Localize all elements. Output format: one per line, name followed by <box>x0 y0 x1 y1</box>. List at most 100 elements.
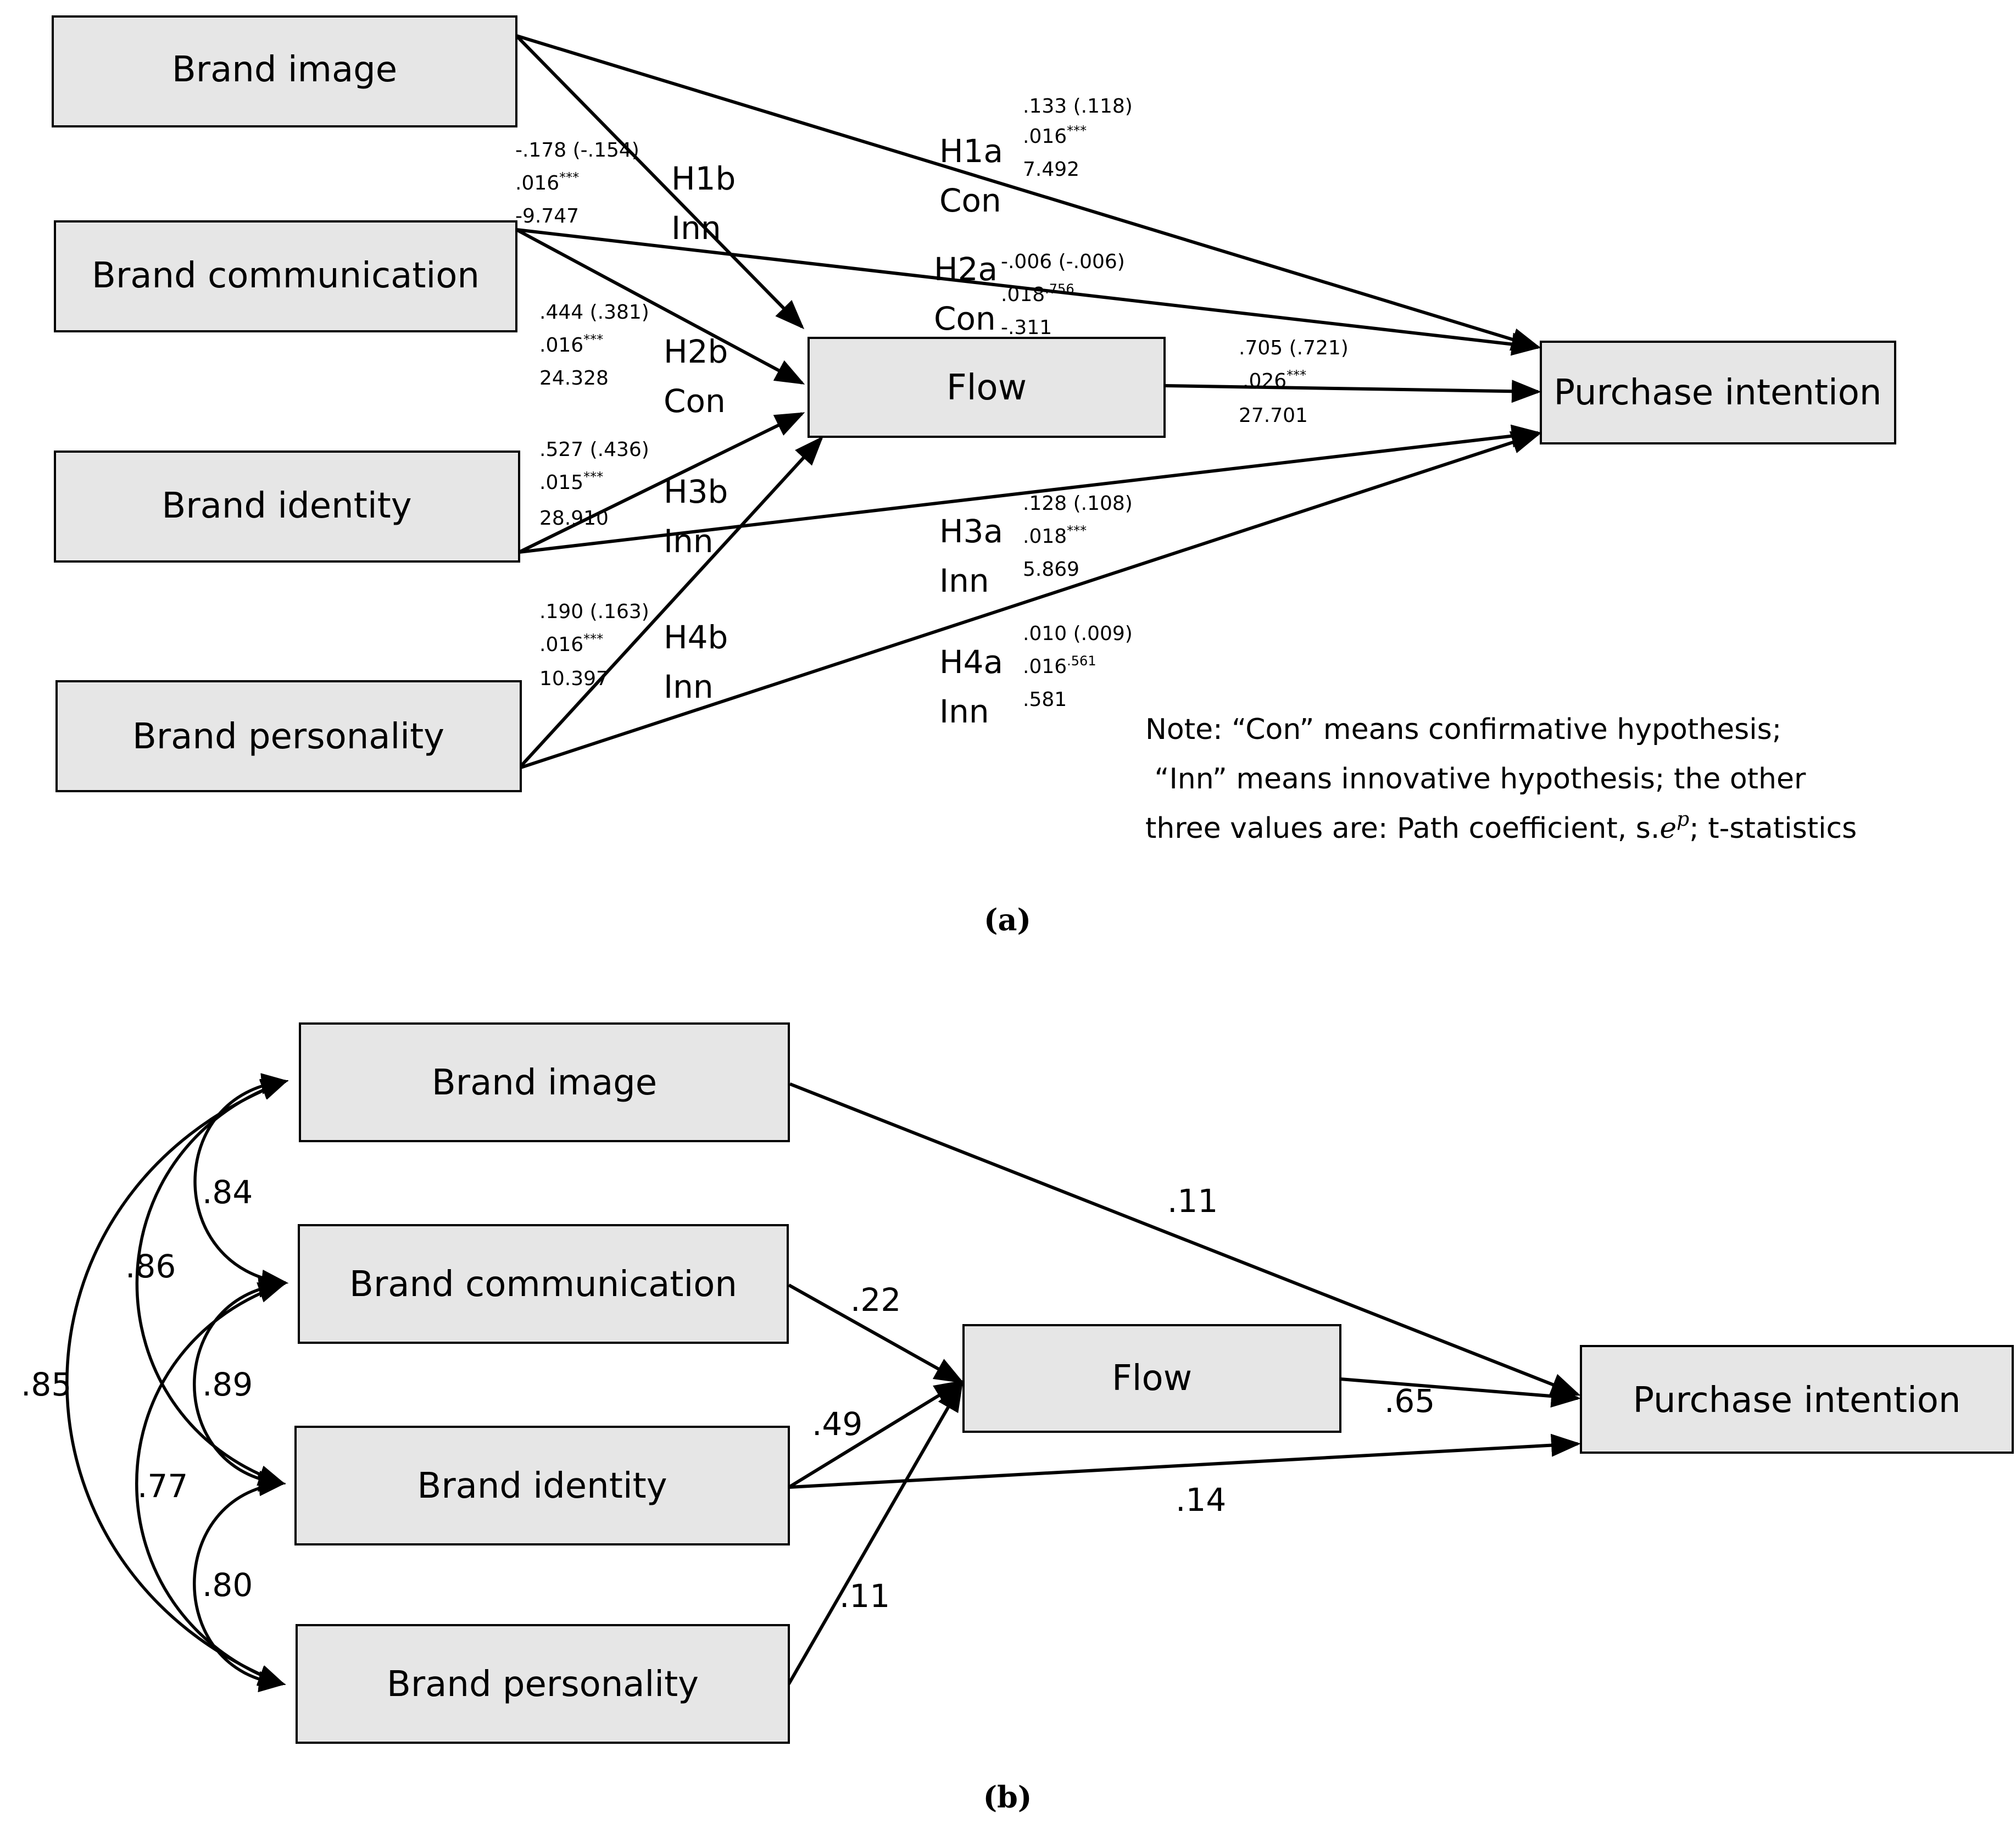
arrow-communication-flow <box>788 1283 965 1383</box>
significance: *** <box>1067 523 1087 538</box>
significance: .756 <box>1045 281 1074 297</box>
arrow-identity-flow <box>788 1380 965 1489</box>
se-value: .016 <box>539 633 583 656</box>
arrow-h1b <box>515 34 805 330</box>
corr-communication-identity <box>193 1276 286 1492</box>
box-label: Brand personality <box>387 1664 699 1705</box>
corr-value-image-personality: .85 <box>21 1366 71 1403</box>
box-brand-image-a: Brand image <box>52 15 517 127</box>
panel-label-b: (b) <box>983 1780 1032 1815</box>
corr-communication-personality <box>135 1282 286 1686</box>
se-value: .016 <box>515 172 559 194</box>
box-label: Brand image <box>172 49 397 90</box>
t-statistic: 7.492 <box>1023 158 1079 181</box>
box-label: Brand identity <box>161 486 411 526</box>
hypothesis-id: H1a <box>939 132 1003 170</box>
se-value: .015 <box>539 471 583 494</box>
box-label: Brand image <box>432 1063 657 1103</box>
box-label: Purchase intention <box>1554 372 1882 413</box>
path-label-flow-purchase: .705 (.721) .026*** 27.701 <box>1239 337 1349 427</box>
arrow-h3b <box>518 412 805 554</box>
note: Note: “Con” means confirmative hypothesi… <box>1145 713 1857 845</box>
se-value: .018 <box>1023 525 1067 548</box>
hypothesis-id: H3a <box>939 513 1003 550</box>
standard-error: .016*** <box>1023 123 1087 148</box>
box-purchase-intention-a: Purchase intention <box>1540 341 1896 444</box>
arrow-h4a <box>519 431 1541 770</box>
hypothesis-type: Con <box>664 382 726 420</box>
hypothesis-id: H1b <box>671 160 736 197</box>
note-line-3-start: three values are: Path coefficient, s. <box>1145 812 1659 845</box>
box-label: Flow <box>946 368 1027 408</box>
path-coefficient: .527 (.436) <box>539 438 649 461</box>
se-value: .016 <box>539 334 583 357</box>
t-statistic: 28.910 <box>539 507 609 530</box>
corr-image-personality <box>65 1080 289 1686</box>
arrow-flow-purchase <box>1164 380 1541 403</box>
box-purchase-intention-b: Purchase intention <box>1580 1345 2014 1454</box>
corr-value-communication-personality: .77 <box>137 1467 188 1505</box>
t-statistic: -.311 <box>1001 316 1052 339</box>
corr-value-image-communication: .84 <box>202 1174 253 1211</box>
box-brand-personality-a: Brand personality <box>55 680 522 792</box>
note-e: e <box>1659 812 1677 845</box>
box-brand-communication-a: Brand communication <box>54 220 517 332</box>
t-statistic: 10.397 <box>539 668 609 690</box>
box-label: Brand identity <box>417 1466 667 1506</box>
path-label-h3a: H3a Inn .128 (.108) .018*** 5.869 <box>939 492 1133 599</box>
hypothesis-type: Inn <box>671 209 721 247</box>
path-coefficient: .705 (.721) <box>1239 337 1349 359</box>
hypothesis-type: Inn <box>664 522 714 560</box>
t-statistic: 27.701 <box>1239 404 1308 427</box>
se-value: .026 <box>1243 370 1287 392</box>
hypothesis-type: Inn <box>664 668 714 705</box>
path-label-h1a: H1a Con .133 (.118) .016*** 7.492 <box>939 95 1133 219</box>
standard-error: .016*** <box>539 631 603 656</box>
path-label-h3b: H3b Inn .527 (.436) .015*** 28.910 <box>539 438 728 560</box>
standard-error: .015*** <box>539 469 603 494</box>
significance: *** <box>583 332 603 347</box>
coef-identity-purchase: .14 <box>1176 1481 1226 1519</box>
corr-value-image-identity: .86 <box>125 1248 176 1285</box>
arrow-h2a <box>516 228 1541 356</box>
significance: *** <box>559 170 579 185</box>
hypothesis-type: Con <box>939 182 1001 219</box>
corr-identity-personality <box>193 1475 286 1693</box>
se-value: .018 <box>1001 283 1045 306</box>
path-coefficient: .010 (.009) <box>1023 622 1133 645</box>
box-brand-image-b: Brand image <box>299 1022 790 1142</box>
box-label: Purchase intention <box>1633 1380 1961 1421</box>
significance: *** <box>583 469 603 485</box>
note-line-3: three values are: Path coefficient, s.ep… <box>1145 808 1857 845</box>
coef-communication-flow: .22 <box>850 1281 901 1319</box>
hypothesis-id: H4b <box>664 619 728 656</box>
box-brand-identity-a: Brand identity <box>54 451 520 563</box>
panel-b: Brand image Brand communication Brand id… <box>21 1022 2014 1815</box>
box-label: Brand communication <box>92 255 480 296</box>
arrow-identity-purchase <box>788 1433 1581 1489</box>
coef-personality-flow: .11 <box>839 1577 890 1615</box>
coef-flow-purchase: .65 <box>1384 1382 1435 1420</box>
path-label-h2a: H2a Con -.006 (-.006) .018.756 -.311 <box>934 251 1125 339</box>
se-value: .016 <box>1023 125 1067 148</box>
standard-error: .016*** <box>515 170 579 194</box>
note-line-2: “Inn” means innovative hypothesis; the o… <box>1145 763 1806 796</box>
t-statistic: 5.869 <box>1023 558 1079 581</box>
corr-value-identity-personality: .80 <box>202 1566 253 1604</box>
path-coefficient: -.006 (-.006) <box>1001 251 1125 273</box>
arrow-image-purchase <box>789 1082 1581 1396</box>
note-line-3-end: ; t-statistics <box>1689 812 1857 845</box>
t-statistic: .581 <box>1023 688 1067 711</box>
hypothesis-id: H2a <box>934 251 998 288</box>
coef-identity-flow: .49 <box>812 1405 862 1443</box>
arrow-h2b <box>515 228 805 385</box>
hypothesis-id: H3b <box>664 473 728 510</box>
coef-image-purchase: .11 <box>1167 1182 1218 1220</box>
hypothesis-type: Con <box>934 300 996 337</box>
panel-label-a: (a) <box>984 902 1031 937</box>
significance: *** <box>1287 368 1306 383</box>
corr-value-communication-identity: .89 <box>202 1366 253 1403</box>
standard-error: .018.756 <box>1001 281 1074 306</box>
path-label-h2b: H2b Con .444 (.381) .016*** 24.328 <box>539 301 728 420</box>
